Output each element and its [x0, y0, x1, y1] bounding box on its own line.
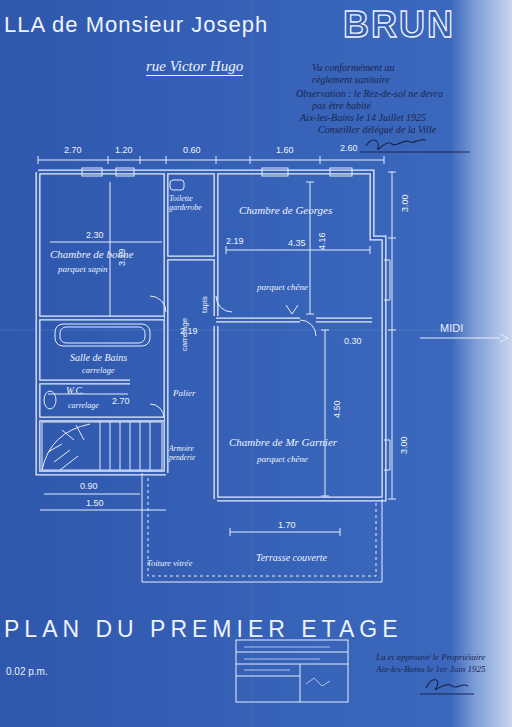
dimension-label: 4.50 [332, 400, 342, 418]
room-area: Toilette garderobe [167, 192, 213, 256]
street-name: rue Victor Hugo [146, 58, 243, 76]
floor-finish: parquet chêne [257, 454, 308, 464]
handwritten-note: Lu et approuvé le Propriétaire [376, 652, 485, 662]
owner-name: BRUN [343, 4, 455, 45]
room-area: Toiture vitrée [143, 475, 215, 581]
floor-finish: parquet chêne [257, 282, 308, 292]
dimension-label: 3.19 [117, 248, 127, 266]
dimension-label: 0.02 p.m. [6, 666, 48, 678]
handwritten-note: Conseiller délégué de la Ville [318, 124, 436, 136]
room-area: Armoire penderie [167, 444, 213, 472]
room-name: W.C. [66, 386, 84, 397]
room-area: Salle de Bains carrelage [40, 320, 164, 380]
floor-finish: carrelage [68, 401, 99, 410]
plan-caption: PLAN DU PREMIER ETAGE [4, 616, 403, 642]
room-name: Terrasse couverte [256, 552, 327, 564]
room-name: Toiture vitrée [147, 559, 192, 569]
dimension-label: MIDI [440, 322, 463, 335]
dimension-label: 2.19 [226, 236, 244, 246]
dimension-label: carrelage [180, 318, 189, 351]
floor-finish: parquet sapin [58, 264, 107, 274]
room-name: Chambre de Mr Garnier [229, 436, 337, 449]
room-area: Palier [167, 378, 213, 418]
dimension-label: 0.60 [183, 145, 201, 155]
room-area: Terrasse couverte [216, 504, 380, 580]
handwritten-note: Observation : le Rez-de-sol ne devra [296, 88, 443, 100]
room-name: Armoire penderie [169, 445, 212, 462]
dimension-label: 1.70 [278, 520, 296, 530]
dimension-label: 3.00 [400, 194, 410, 212]
plan-title: LLA de Monsieur Joseph [4, 12, 268, 37]
dimension-label: 0.90 [80, 481, 98, 491]
dimension-label: 2.30 [86, 230, 104, 240]
dimension-label: 2.70 [64, 145, 82, 155]
dimension-label: 4.16 [317, 232, 327, 250]
dimension-label: 1.20 [115, 145, 133, 155]
room-area: Chambre de bonneparquet sapin [40, 176, 164, 316]
room-name: Chambre de Georges [239, 204, 332, 217]
dimension-label: 0.30 [344, 336, 362, 346]
room-name: Salle de Bains [70, 352, 127, 364]
dimension-label: 1.60 [276, 145, 294, 155]
handwritten-note: pas être habité [312, 100, 371, 112]
dimension-label: 3.00 [399, 436, 409, 454]
dimension-label: tapis [200, 296, 209, 313]
room-area: Chambre de Mr Garnier parquet chêne [217, 322, 372, 496]
floor-finish: carrelage [82, 366, 115, 376]
dimension-label: 2.70 [112, 396, 130, 406]
dimension-label: 2.60 [340, 143, 358, 153]
handwritten-note: Vu conformément au [312, 62, 395, 74]
room-name: Palier [173, 388, 196, 398]
handwritten-note: Aix-les-Bains le 14 Juillet 1925 [300, 112, 426, 124]
handwritten-note: règlement sanitaire [312, 74, 390, 86]
dimension-label: 1.50 [86, 498, 104, 508]
dimension-label: 4.35 [288, 238, 306, 248]
handwritten-note: Aix-les-Bains le 1er Juin 1925 [376, 664, 485, 674]
room-name: Toilette garderobe [169, 194, 212, 212]
